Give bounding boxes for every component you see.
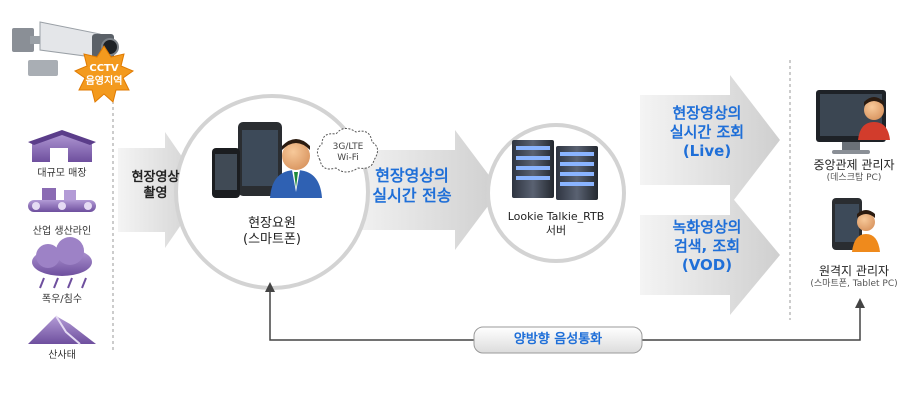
central-manager-label: 중앙관제 관리자 (데스크탑 PC) (796, 158, 912, 184)
field-agent-label: 현장요원 (스마트폰) (222, 216, 322, 249)
live-arrow (640, 75, 780, 205)
cctv-badge-text: CCTV 음영지역 (74, 63, 134, 88)
voice-arrowhead-right (855, 298, 865, 308)
central-manager-name: 중앙관제 관리자 (813, 158, 895, 172)
central-manager-person-icon (858, 97, 890, 140)
vod-line3: (VOD) (681, 255, 733, 274)
remote-manager-name: 원격지 관리자 (818, 264, 890, 278)
capture-label: 현장영상 촬영 (118, 170, 193, 203)
transfer-line2: 실시간 전송 (372, 186, 452, 205)
server-rack-icon (512, 140, 598, 200)
transfer-line1: 현장영상의 (375, 166, 449, 185)
source-label-conveyor: 산업 생산라인 (32, 226, 92, 237)
cctv-badge-starburst (73, 45, 135, 103)
vod-line2: 검색, 조회 (673, 236, 741, 255)
source-label-store: 대규모 매장 (37, 168, 87, 179)
smartphone-icon (212, 122, 282, 198)
field-agent-device: (스마트폰) (243, 232, 301, 248)
network-line1: 3G/LTE (332, 142, 364, 152)
voice-call-label: 양방향 음성통화 (513, 332, 603, 347)
live-line3: (Live) (682, 141, 732, 160)
server-label: Lookie Talkie_RTB 서버 (496, 210, 616, 238)
transfer-label: 현장영상의 실시간 전송 (352, 166, 472, 206)
server-name: Lookie Talkie_RTB (507, 210, 605, 223)
conveyor-icon (28, 188, 96, 212)
rain-cloud-icon (32, 237, 92, 289)
field-agent-person-icon (270, 139, 322, 198)
vod-label: 녹화영상의 검색, 조회 (VOD) (662, 218, 752, 274)
field-agent-name: 현장요원 (248, 216, 296, 231)
network-cloud-icon (316, 128, 378, 173)
voice-arrowhead-left (265, 282, 275, 292)
source-label-rain: 폭우/침수 (41, 294, 83, 305)
landslide-icon (28, 315, 96, 345)
cctv-badge-line2: 음영지역 (85, 75, 123, 87)
network-line2: Wi-Fi (337, 153, 359, 164)
capture-line2: 촬영 (143, 186, 168, 202)
capture-line1: 현장영상 (131, 170, 180, 185)
live-line1: 현장영상의 (672, 104, 742, 122)
transfer-arrow (345, 130, 500, 250)
store-icon (28, 130, 96, 162)
voice-call-box (473, 326, 643, 354)
live-label: 현장영상의 실시간 조회 (Live) (662, 104, 752, 160)
remote-manager-person-icon (852, 210, 880, 252)
live-line2: 실시간 조회 (669, 122, 745, 141)
remote-manager-device: (스마트폰, Tablet PC) (810, 279, 898, 289)
server-sub: 서버 (545, 223, 567, 237)
source-label-landslide: 산사태 (48, 350, 76, 361)
remote-manager-label: 원격지 관리자 (스마트폰, Tablet PC) (796, 264, 912, 290)
remote-smartphone-icon (832, 198, 862, 250)
central-manager-device: (데스크탑 PC) (826, 173, 882, 183)
vod-line1: 녹화영상의 (672, 218, 742, 236)
vod-arrow (640, 195, 780, 315)
network-label: 3G/LTE Wi-Fi (324, 142, 372, 165)
cctv-badge-line1: CCTV (89, 63, 119, 74)
